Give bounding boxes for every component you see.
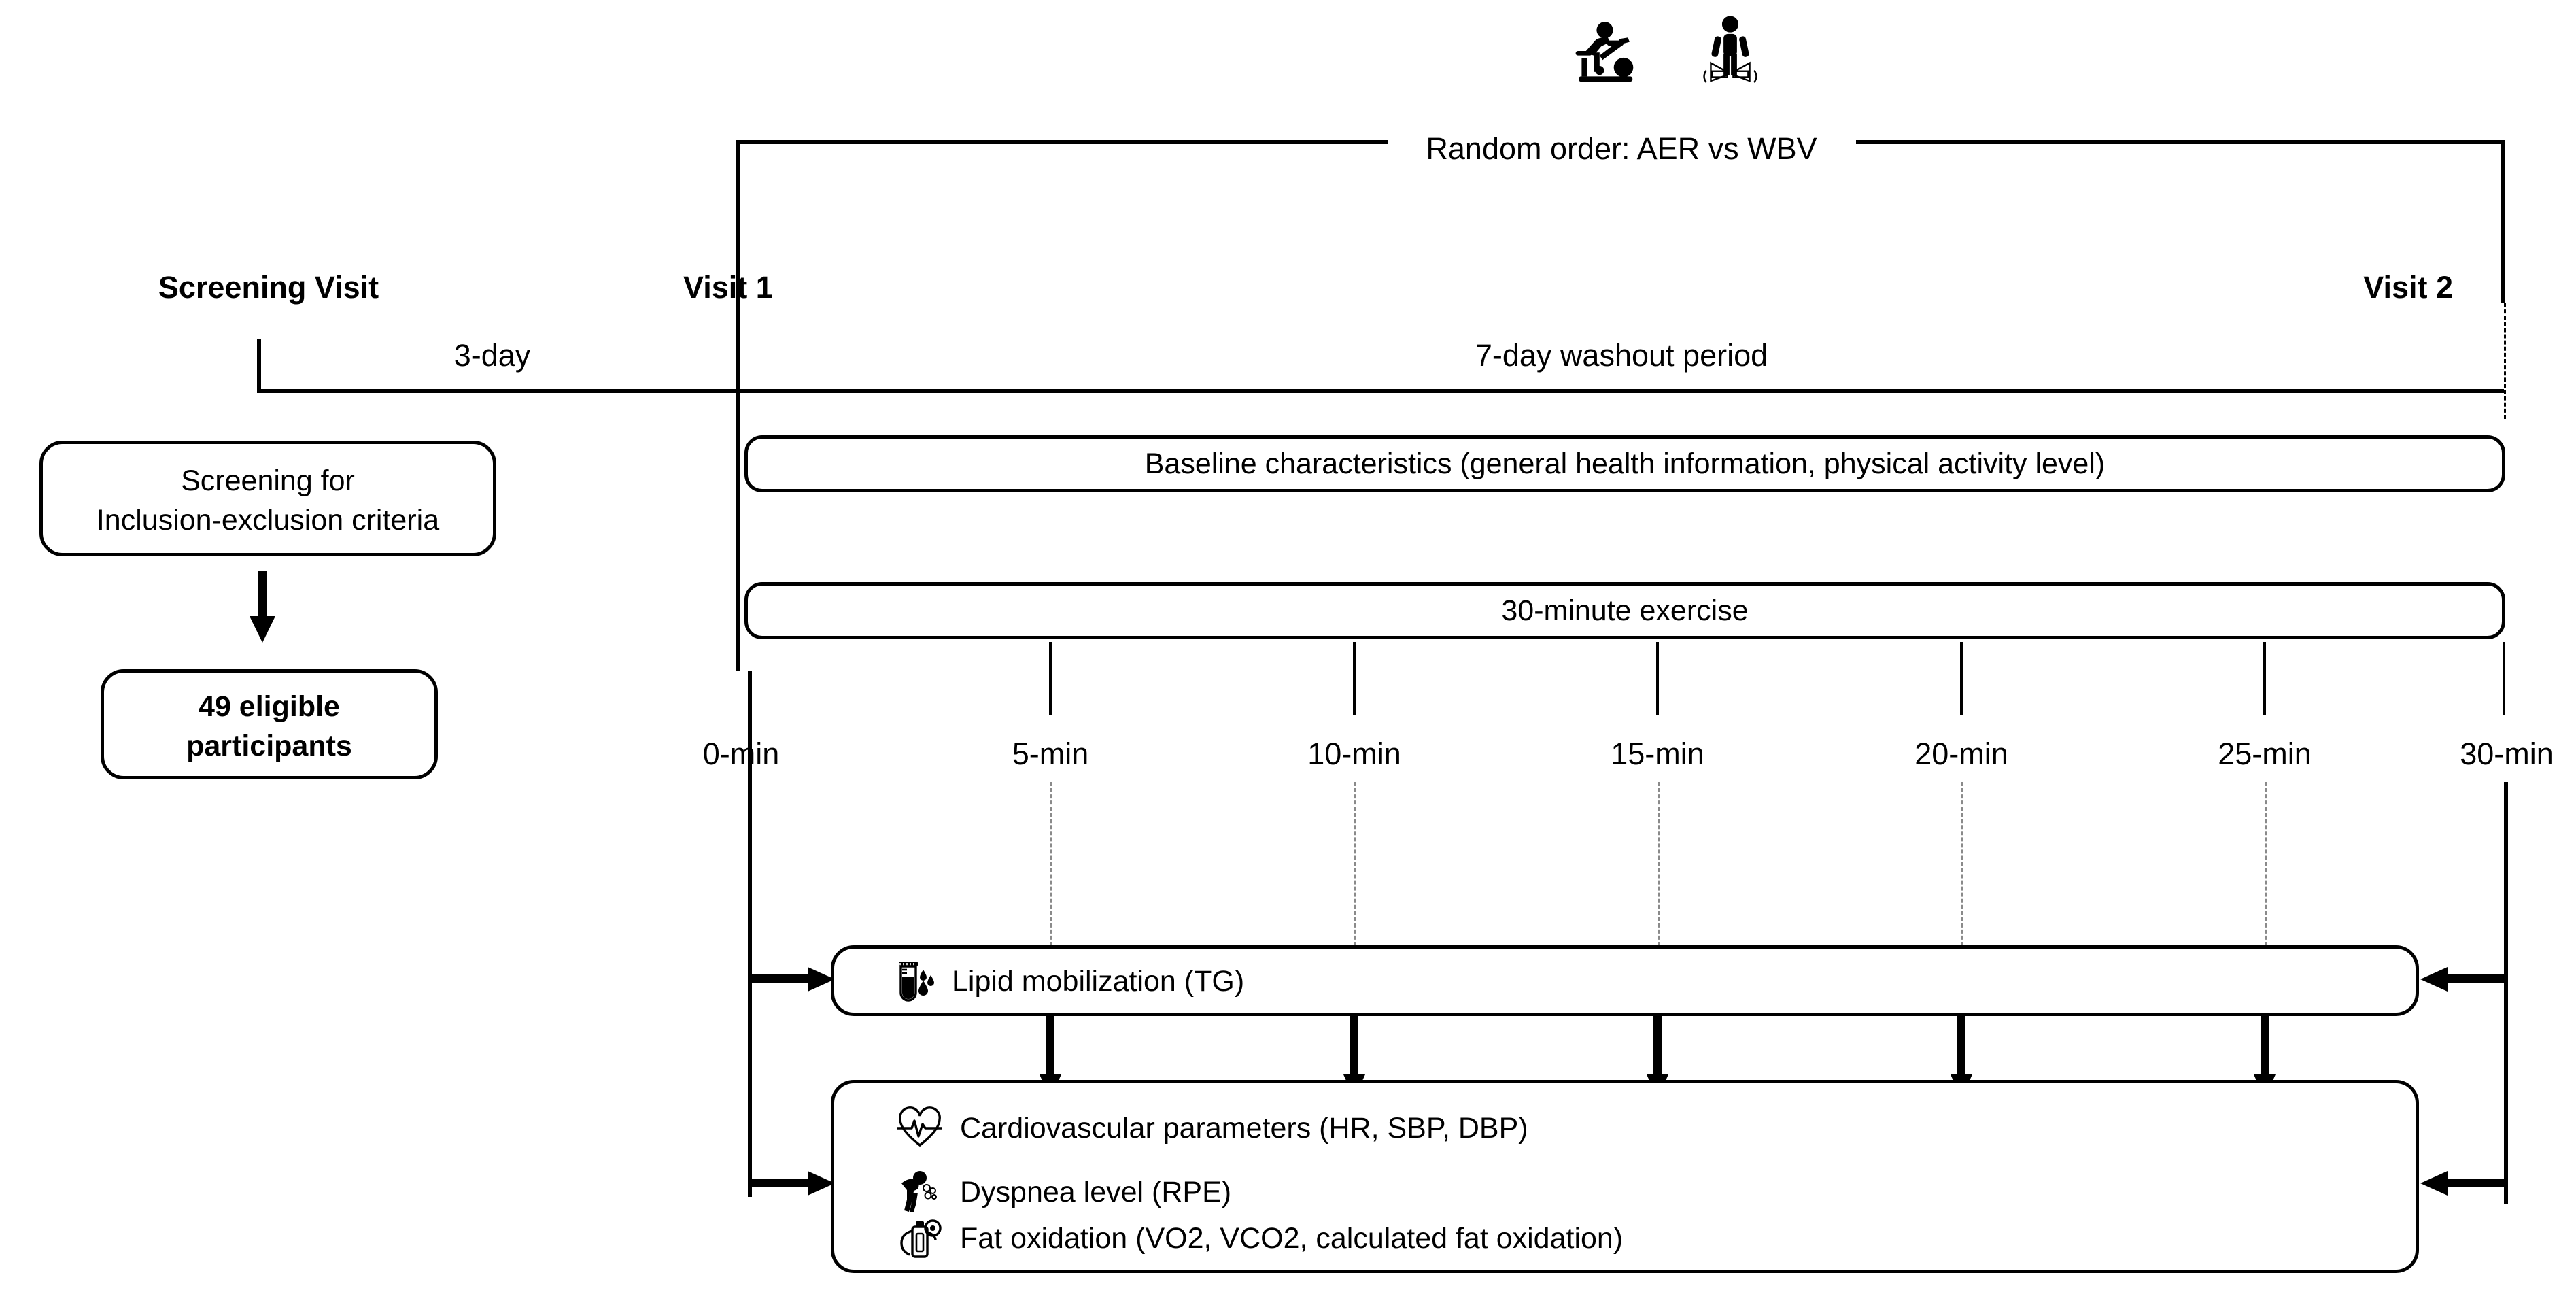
eligible-participants-line-2: participants (186, 730, 352, 762)
tick-10-min (1353, 642, 1356, 715)
stationary-bike-icon (1564, 14, 1638, 88)
visit-1-tick (736, 303, 740, 671)
randomization-bracket-right (2501, 140, 2505, 303)
right-arrow-to-outcomes-box (2418, 1170, 2507, 1197)
visit-1-label: Visit 1 (683, 270, 773, 305)
baseline-characteristics-label: Baseline characteristics (general health… (1144, 447, 2106, 480)
timepoint-label-10: 10-min (1307, 736, 1401, 771)
gas-analyzer-icon (897, 1216, 942, 1261)
exercise-label: 30-minute exercise (1501, 594, 1749, 627)
lipid-mobilization-label: Lipid mobilization (TG) (952, 964, 1245, 998)
dotted-line-20-min (1961, 782, 1963, 952)
eligible-participants-line-1: 49 eligible (199, 690, 340, 723)
dyspnea-label: Dyspnea level (RPE) (960, 1175, 1232, 1208)
dyspnea-row: Dyspnea level (RPE) (897, 1170, 1231, 1215)
outcome-measures-box (831, 1080, 2419, 1273)
screening-criteria-box: Screening for Inclusion-exclusion criter… (39, 441, 496, 556)
right-arrow-to-lipid-box (2418, 966, 2507, 993)
tick-30-min (2503, 642, 2505, 715)
interval-3-day-label: 3-day (453, 338, 531, 373)
dyspnea-person-icon (897, 1170, 942, 1215)
timepoint-label-5: 5-min (1012, 736, 1089, 771)
baseline-characteristics-bar: Baseline characteristics (general health… (744, 435, 2505, 492)
lipid-mobilization-box (831, 945, 2419, 1016)
timepoint-label-25: 25-min (2218, 736, 2312, 771)
tick-20-min (1960, 642, 1963, 715)
screening-visit-tick (257, 339, 261, 393)
screening-to-eligible-arrow (249, 571, 276, 646)
cardiovascular-row: Cardiovascular parameters (HR, SBP, DBP) (897, 1106, 1528, 1149)
heart-ecg-icon (897, 1106, 942, 1149)
left-arrow-to-lipid-box (748, 966, 836, 993)
screening-criteria-line-1: Screening for (181, 464, 355, 497)
whole-body-vibration-platform-icon (1693, 12, 1768, 88)
dotted-line-5-min (1050, 782, 1052, 952)
left-arrow-to-outcomes-box (748, 1170, 836, 1197)
screening-criteria-line-2: Inclusion-exclusion criteria (96, 504, 440, 537)
randomization-bracket-top-left (736, 140, 1388, 144)
tick-25-min (2263, 642, 2266, 715)
eligible-participants-box: 49 eligible participants (101, 669, 438, 779)
randomization-label: Random order: AER vs WBV (1426, 131, 1817, 166)
washout-period-label: 7-day washout period (1475, 338, 1768, 373)
timeline-baseline (257, 389, 2504, 393)
cardiovascular-label: Cardiovascular parameters (HR, SBP, DBP) (960, 1111, 1528, 1145)
exercise-bar: 30-minute exercise (744, 582, 2505, 639)
dotted-line-10-min (1354, 782, 1356, 952)
fat-oxidation-row: Fat oxidation (VO2, VCO2, calculated fat… (897, 1216, 1623, 1261)
timepoint-label-20: 20-min (1914, 736, 2008, 771)
screening-visit-label: Screening Visit (158, 270, 379, 305)
visit-2-dashed-tick (2504, 303, 2506, 419)
randomization-bracket-left (736, 140, 740, 303)
timepoint-label-15: 15-min (1611, 736, 1704, 771)
lipid-mobilization-row: Lipid mobilization (TG) (892, 959, 1244, 1004)
fat-oxidation-label: Fat oxidation (VO2, VCO2, calculated fat… (960, 1221, 1624, 1255)
dotted-line-25-min (2265, 782, 2267, 952)
dotted-line-15-min (1658, 782, 1660, 952)
test-tube-droplets-icon (892, 959, 934, 1004)
timepoint-label-0: 0-min (702, 736, 780, 771)
right-feeder-line (2504, 782, 2508, 1204)
visit-2-label: Visit 2 (2363, 270, 2453, 305)
tick-5-min (1049, 642, 1052, 715)
randomization-bracket-top-right (1856, 140, 2505, 144)
tick-15-min (1656, 642, 1659, 715)
left-feeder-line (748, 671, 752, 1197)
timepoint-label-30: 30-min (2460, 736, 2554, 771)
